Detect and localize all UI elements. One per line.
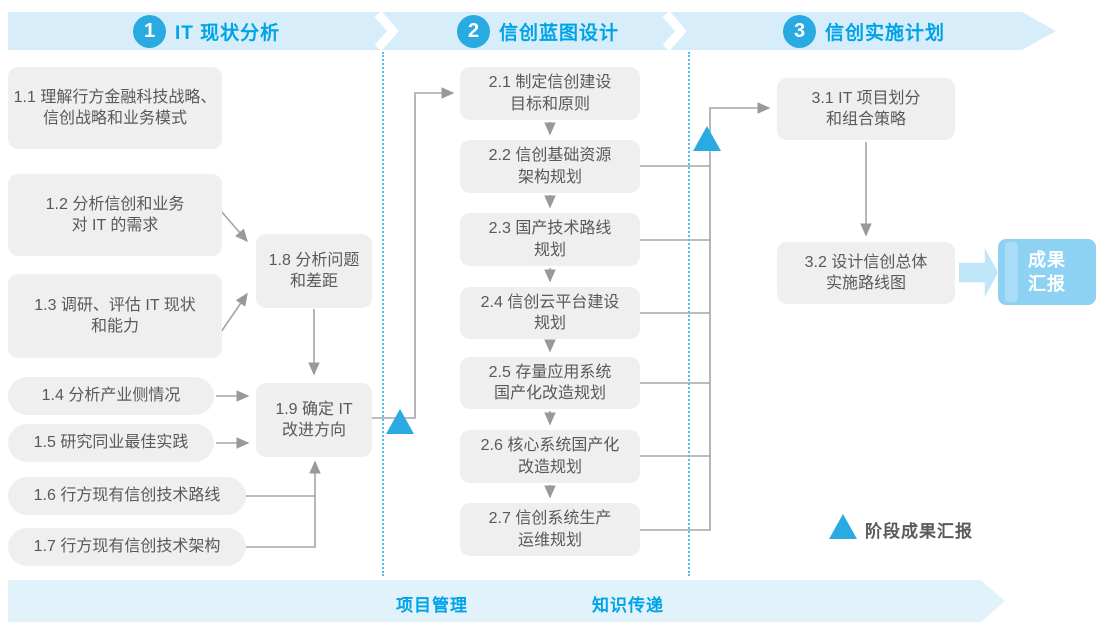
arrow-1-2-to-1-8: [220, 210, 248, 243]
arrow-1-9-to-2-1: [372, 87, 455, 419]
phase-1-label: IT 现状分析: [175, 22, 281, 44]
milestone-triangle-icon-phase2: [693, 126, 721, 151]
step-2-1: 2.1 制定信创建设 目标和原则: [460, 67, 640, 120]
arrow-1-3-to-1-8: [220, 292, 248, 333]
step-3-2: 3.2 设计信创总体 实施路线图: [777, 242, 955, 304]
step-1-2: 1.2 分析信创和业务 对 IT 的需求: [8, 174, 222, 256]
result-report-box: 成果 汇报: [998, 239, 1096, 305]
phase-1-title: 1 IT 现状分析: [133, 14, 280, 48]
step-2-3: 2.3 国产技术路线 规划: [460, 213, 640, 266]
milestone-triangle-icon-phase1: [386, 409, 414, 434]
phase-2-number-badge: 2: [457, 14, 490, 48]
step-1-7: 1.7 行方现有信创技术架构: [8, 528, 246, 566]
step-1-5: 1.5 研究同业最佳实践: [8, 424, 214, 462]
step-2-4: 2.4 信创云平台建设 规划: [460, 287, 640, 339]
result-arrow-icon: [959, 248, 998, 297]
legend-label: 阶段成果汇报: [865, 522, 973, 541]
phase-divider-dotted-line-2: [688, 52, 690, 576]
step-3-1: 3.1 IT 项目划分 和组合策略: [777, 78, 955, 140]
footer-item-knowledge-transfer: 知识传递: [592, 596, 664, 615]
phase-divider-dotted-line-1: [382, 52, 384, 576]
phase-3-title: 3 信创实施计划: [783, 14, 945, 48]
step-2-6: 2.6 核心系统国产化 改造规划: [460, 430, 640, 483]
step-1-6: 1.6 行方现有信创技术路线: [8, 477, 246, 515]
step-1-3: 1.3 调研、评估 IT 现状 和能力: [8, 274, 222, 358]
arrow-1-6-1-7-to-1-9: [246, 460, 321, 548]
step-2-5: 2.5 存量应用系统 国产化改造规划: [460, 357, 640, 409]
result-box-stripe: [1005, 242, 1018, 302]
legend-triangle-icon: [829, 514, 857, 539]
step-1-9: 1.9 确定 IT 改进方向: [256, 383, 372, 457]
step-2-2: 2.2 信创基础资源 架构规划: [460, 140, 640, 193]
phase-3-number-badge: 3: [783, 14, 816, 48]
phase-3-label: 信创实施计划: [825, 22, 946, 44]
footer-band: [8, 580, 1005, 622]
phase-2-title: 2 信创蓝图设计: [457, 14, 619, 48]
footer-item-project-management: 项目管理: [396, 596, 468, 615]
step-1-4: 1.4 分析产业侧情况: [8, 377, 214, 415]
step-1-8: 1.8 分析问题 和差距: [256, 234, 372, 308]
phase-1-number-badge: 1: [133, 14, 166, 48]
step-1-1: 1.1 理解行方金融科技战略、 信创战略和业务模式: [8, 67, 222, 149]
step-2-7: 2.7 信创系统生产 运维规划: [460, 503, 640, 556]
result-report-label: 成果 汇报: [1028, 249, 1066, 294]
top-phase-band: [8, 12, 1056, 50]
phase-2-label: 信创蓝图设计: [499, 22, 620, 44]
arrow-collector-to-3-1: [640, 102, 771, 531]
